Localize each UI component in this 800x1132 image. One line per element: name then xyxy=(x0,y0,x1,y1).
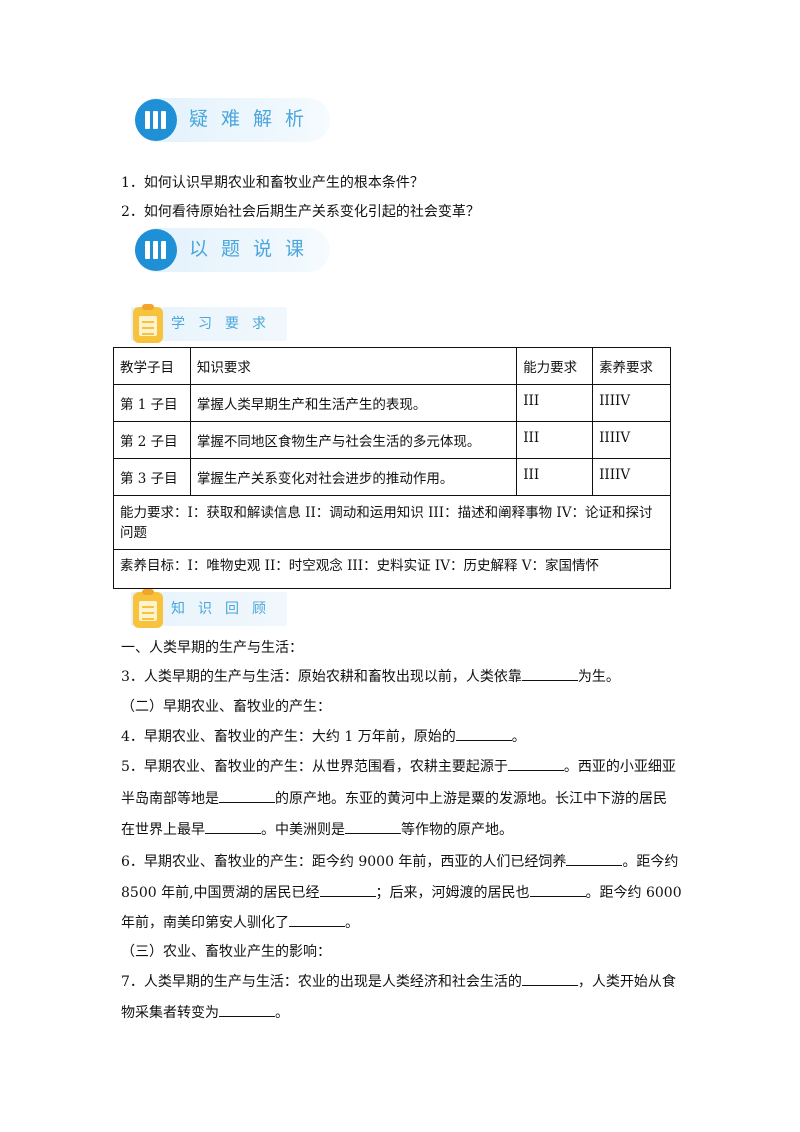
subsection-banner-review: 知识回顾 xyxy=(131,589,287,628)
table-cell: 掌握不同地区食物生产与社会生活的多元体现。 xyxy=(189,421,518,459)
subsection-banner-requirements: 学习要求 xyxy=(131,304,287,343)
table-cell: III xyxy=(516,421,594,459)
fill-blank xyxy=(529,882,586,897)
fill-blank xyxy=(566,851,623,866)
review-item-5-line-1: 5．早期农业、畜牧业的产生：从世界范围看，农耕主要起源于 。西亚的小亚细亚 xyxy=(121,756,676,776)
header-cell: 教学子目 xyxy=(113,347,191,385)
text: 在世界上最早 xyxy=(121,822,205,838)
table-row: 第 1 子目 掌握人类早期生产和生活产生的表现。 III IIIIV xyxy=(113,384,671,422)
text: 的原产地。东亚的黄河中上游是粟的发源地。长江中下游的居民 xyxy=(275,791,667,807)
table-cell: IIIIV xyxy=(592,384,671,422)
text: 3．人类早期的生产与生活：原始农耕和畜牧出现以前，人类依靠 xyxy=(121,669,522,685)
literacy-note: 素养目标：I：唯物史观 II：时空观念 III：史料实证 IV：历史解释 V：家… xyxy=(113,549,671,589)
section-banner-difficulty: 疑难解析 xyxy=(135,98,330,142)
header-cell: 素养要求 xyxy=(592,347,671,385)
section-title: 以题说课 xyxy=(189,238,318,260)
table-cell: 掌握生产关系变化对社会进步的推动作用。 xyxy=(189,458,518,496)
text: 等作物的原产地。 xyxy=(401,822,513,838)
fill-blank xyxy=(219,1002,275,1017)
review-item-5-line-3: 在世界上最早 。中美洲则是 等作物的原产地。 xyxy=(121,819,513,839)
text: 物采集者转变为 xyxy=(121,1005,219,1021)
review-item-5-line-2: 半岛南部等地是 的原产地。东亚的黄河中上游是粟的发源地。长江中下游的居民 xyxy=(121,788,667,808)
table-row: 第 2 子目 掌握不同地区食物生产与社会生活的多元体现。 III IIIIV xyxy=(113,421,671,459)
clipboard-icon xyxy=(133,589,163,628)
table-cell: III xyxy=(516,384,594,422)
review-item-6-line-1: 6．早期农业、畜牧业的产生：距今约 9000 年前，西亚的人们已经饲养 。距今约 xyxy=(121,851,678,871)
table-note-row: 能力要求：I：获取和解读信息 II：调动和运用知识 III：描述和阐释事物 IV… xyxy=(113,495,671,550)
text: 为生。 xyxy=(577,669,620,685)
table-note-row: 素养目标：I：唯物史观 II：时空观念 III：史料实证 IV：历史解释 V：家… xyxy=(113,549,671,589)
table-cell: 第 2 子目 xyxy=(113,421,191,459)
subsection-title: 知识回顾 xyxy=(171,601,279,617)
question-2: 2．如何看待原始社会后期生产关系变化引起的社会变革？ xyxy=(121,204,480,220)
table-cell: IIIIV xyxy=(592,421,671,459)
text: 。西亚的小亚细亚 xyxy=(563,759,676,775)
fill-blank xyxy=(289,912,345,927)
fill-blank xyxy=(345,819,401,834)
text: 年前，南美印第安人驯化了 xyxy=(121,915,289,931)
requirements-table: 教学子目 知识要求 能力要求 素养要求 第 1 子目 掌握人类早期生产和生活产生… xyxy=(113,347,671,589)
review-heading-1: 一、人类早期的生产与生活： xyxy=(121,640,303,656)
text: ；后来，河姆渡的居民也 xyxy=(375,885,530,901)
text: 。 xyxy=(511,729,526,745)
fill-blank xyxy=(455,726,512,741)
books-icon xyxy=(135,229,177,271)
text: 。中美洲则是 xyxy=(261,822,345,838)
fill-blank xyxy=(521,971,578,986)
review-item-4: 4．早期农业、畜牧业的产生：大约 1 万年前，原始的 。 xyxy=(121,726,526,746)
text: 半岛南部等地是 xyxy=(121,791,219,807)
fill-blank xyxy=(205,819,261,834)
review-item-7-line-1: 7．人类早期的生产与生活：农业的出现是人类经济和社会生活的 ，人类开始从食 xyxy=(121,971,676,991)
question-1: 1．如何认识早期农业和畜牧业产生的根本条件？ xyxy=(121,175,424,191)
review-item-6-line-3: 年前，南美印第安人驯化了 。 xyxy=(121,912,359,932)
review-heading-2: （二）早期农业、畜牧业的产生： xyxy=(121,699,331,715)
fill-blank xyxy=(319,882,376,897)
section-title: 疑难解析 xyxy=(189,108,318,130)
text: ，人类开始从食 xyxy=(577,974,676,990)
text: 8500 年前,中国贾湖的居民已经 xyxy=(121,885,320,901)
fill-blank xyxy=(521,666,578,681)
review-heading-3: （三）农业、畜牧业产生的影响： xyxy=(121,944,331,960)
table-cell: III xyxy=(516,458,594,496)
text: 7．人类早期的生产与生活：农业的出现是人类经济和社会生活的 xyxy=(121,974,522,990)
fill-blank xyxy=(219,788,275,803)
text: 5．早期农业、畜牧业的产生：从世界范围看，农耕主要起源于 xyxy=(121,759,508,775)
section-banner-lesson: 以题说课 xyxy=(135,228,330,272)
subsection-title: 学习要求 xyxy=(171,316,279,332)
table-row: 第 3 子目 掌握生产关系变化对社会进步的推动作用。 III IIIIV xyxy=(113,458,671,496)
table-cell: 掌握人类早期生产和生活产生的表现。 xyxy=(189,384,518,422)
clipboard-icon xyxy=(133,304,163,343)
review-item-3: 3．人类早期的生产与生活：原始农耕和畜牧出现以前，人类依靠 为生。 xyxy=(121,666,620,686)
fill-blank xyxy=(507,756,564,771)
text: 。 xyxy=(275,1005,289,1021)
text: 。 xyxy=(345,915,359,931)
text: 4．早期农业、畜牧业的产生：大约 1 万年前，原始的 xyxy=(121,729,456,745)
review-item-6-line-2: 8500 年前,中国贾湖的居民已经 ；后来，河姆渡的居民也 。距今约 6000 xyxy=(121,882,682,902)
header-cell: 知识要求 xyxy=(189,347,518,385)
header-cell: 能力要求 xyxy=(516,347,594,385)
text: 。距今约 xyxy=(622,854,679,870)
table-cell: IIIIV xyxy=(592,458,671,496)
ability-note: 能力要求：I：获取和解读信息 II：调动和运用知识 III：描述和阐释事物 IV… xyxy=(113,495,671,550)
text: 6．早期农业、畜牧业的产生：距今约 9000 年前，西亚的人们已经饲养 xyxy=(121,854,567,870)
table-cell: 第 1 子目 xyxy=(113,384,191,422)
text: 。距今约 6000 xyxy=(585,885,682,901)
table-cell: 第 3 子目 xyxy=(113,458,191,496)
books-icon xyxy=(135,99,177,141)
review-item-7-line-2: 物采集者转变为 。 xyxy=(121,1002,289,1022)
table-header-row: 教学子目 知识要求 能力要求 素养要求 xyxy=(113,347,671,385)
